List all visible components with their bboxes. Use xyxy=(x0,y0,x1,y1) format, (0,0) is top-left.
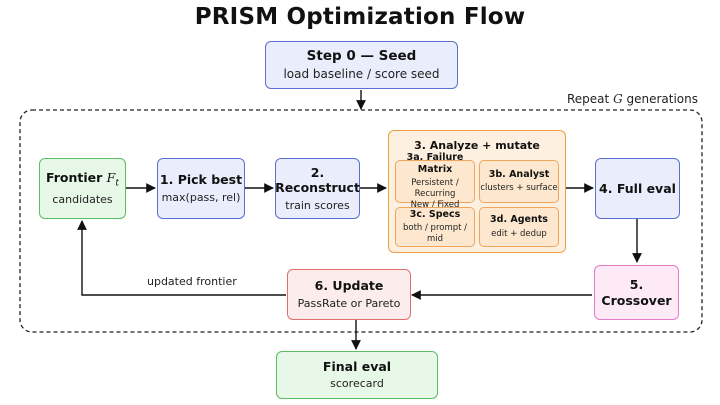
agents-subnode: 3d. Agents edit + dedup xyxy=(479,207,559,247)
arrow-update-to-frontier xyxy=(77,220,286,296)
pick-best-node: 1. Pick best max(pass, rel) xyxy=(157,158,245,219)
reconstruct-node: 2. Reconstruct train scores xyxy=(275,158,360,219)
failure-matrix-subnode: 3a. Failure Matrix Persistent / Recurrin… xyxy=(395,152,475,210)
specs-subnode: 3c. Specs both / prompt / mid xyxy=(395,207,475,247)
update-node: 6. Update PassRate or Pareto xyxy=(287,269,411,320)
crossover-node: 5. Crossover xyxy=(594,265,679,320)
full-eval-node: 4. Full eval xyxy=(595,158,680,219)
analyst-subnode: 3b. Analyst clusters + surface xyxy=(479,160,559,203)
diagram-title: PRISM Optimization Flow xyxy=(194,4,526,30)
final-eval-node: Final eval scorecard xyxy=(276,351,438,399)
step-seed-node: Step 0 — Seed load baseline / score seed xyxy=(265,41,458,89)
repeat-loop-boundary xyxy=(19,109,703,333)
updated-frontier-label: updated frontier xyxy=(147,275,237,288)
frontier-node: Frontier Ft candidates xyxy=(39,158,126,219)
repeat-generations-label: Repeat G generations xyxy=(566,92,698,106)
